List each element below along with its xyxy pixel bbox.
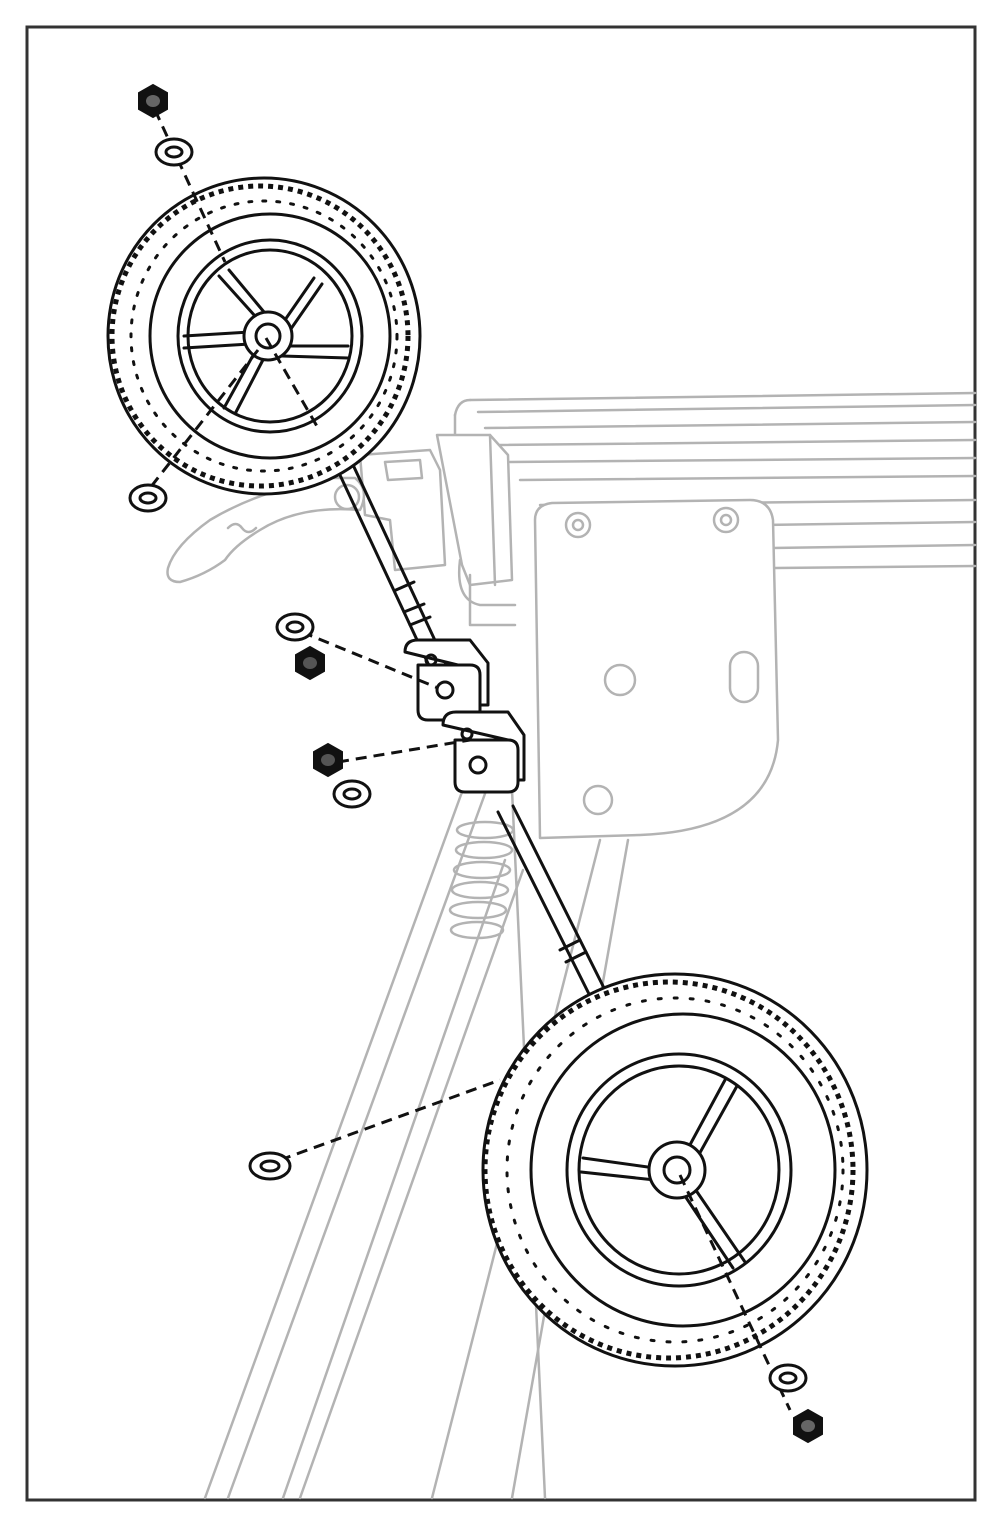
upper-wheel [106,176,422,496]
washer-lower-bracket [332,779,372,809]
lower-bracket [441,710,526,794]
stand-frame-ghost [166,391,977,1500]
lock-nut-bottom [793,1408,823,1444]
diagram-border [25,25,977,1502]
lower-wheel [481,972,869,1368]
lever-handle [166,476,366,584]
lock-nut-lower-bracket [313,742,343,778]
lock-nut-top [138,83,168,119]
washer-bottom [768,1363,808,1393]
lower-axle [496,804,609,1002]
washer-upper-bracket [275,612,315,642]
top-rails [453,391,977,570]
washer-upper-inner [128,483,168,513]
spring [448,820,515,940]
lower-wheel-spokes [579,1078,747,1270]
side-plate [533,498,780,840]
upper-bracket [403,638,490,722]
washer-top [154,137,194,167]
lock-nut-upper-bracket [295,645,325,681]
washer-lower-inner [248,1151,292,1181]
